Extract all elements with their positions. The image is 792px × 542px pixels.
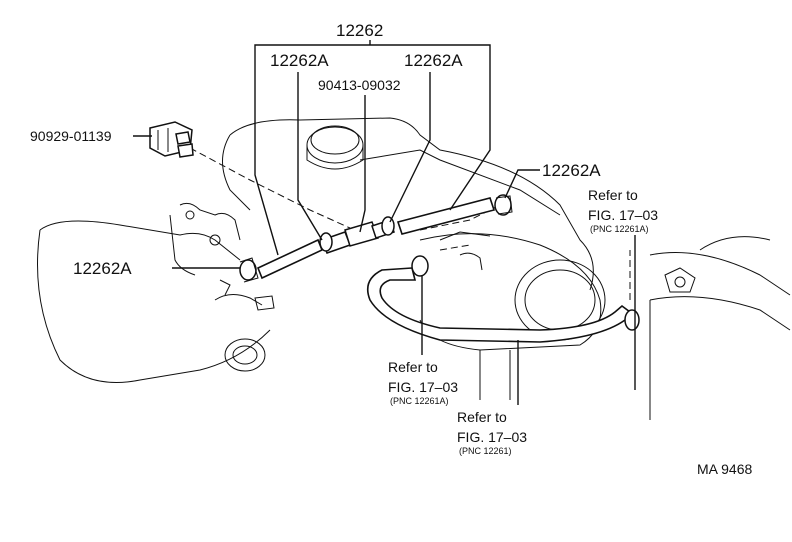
label-90413-09032: 90413-09032 — [318, 77, 401, 93]
label-12262a-left-clamp: 12262A — [73, 259, 132, 278]
leader-lines — [133, 40, 636, 405]
ref-low-line1: Refer to — [457, 409, 507, 425]
label-12262: 12262 — [336, 21, 383, 40]
ref-mid-line2: FIG. 17–03 — [388, 379, 458, 395]
part-labels: 12262 12262A 12262A 90413-09032 90929-01… — [30, 21, 752, 477]
ref-right-line2: FIG. 17–03 — [588, 207, 658, 223]
ref-low-line2: FIG. 17–03 — [457, 429, 527, 445]
routing-dashed-lines — [189, 147, 631, 300]
ref-low-line3: (PNC 12261) — [459, 446, 512, 456]
ref-right-line1: Refer to — [588, 187, 638, 203]
label-90929-01139: 90929-01139 — [30, 128, 112, 144]
ref-mid-line1: Refer to — [388, 359, 438, 375]
ref-mid-line3: (PNC 12261A) — [390, 396, 449, 406]
label-12262a-right-clamp: 12262A — [542, 161, 601, 180]
vacuum-hoses — [256, 197, 632, 343]
vsv-component — [149, 121, 194, 158]
label-12262a-right-top: 12262A — [404, 51, 463, 70]
diagram-code: MA 9468 — [697, 461, 752, 477]
ref-right-line3: (PNC 12261A) — [590, 224, 649, 234]
label-12262a-left-top: 12262A — [270, 51, 329, 70]
